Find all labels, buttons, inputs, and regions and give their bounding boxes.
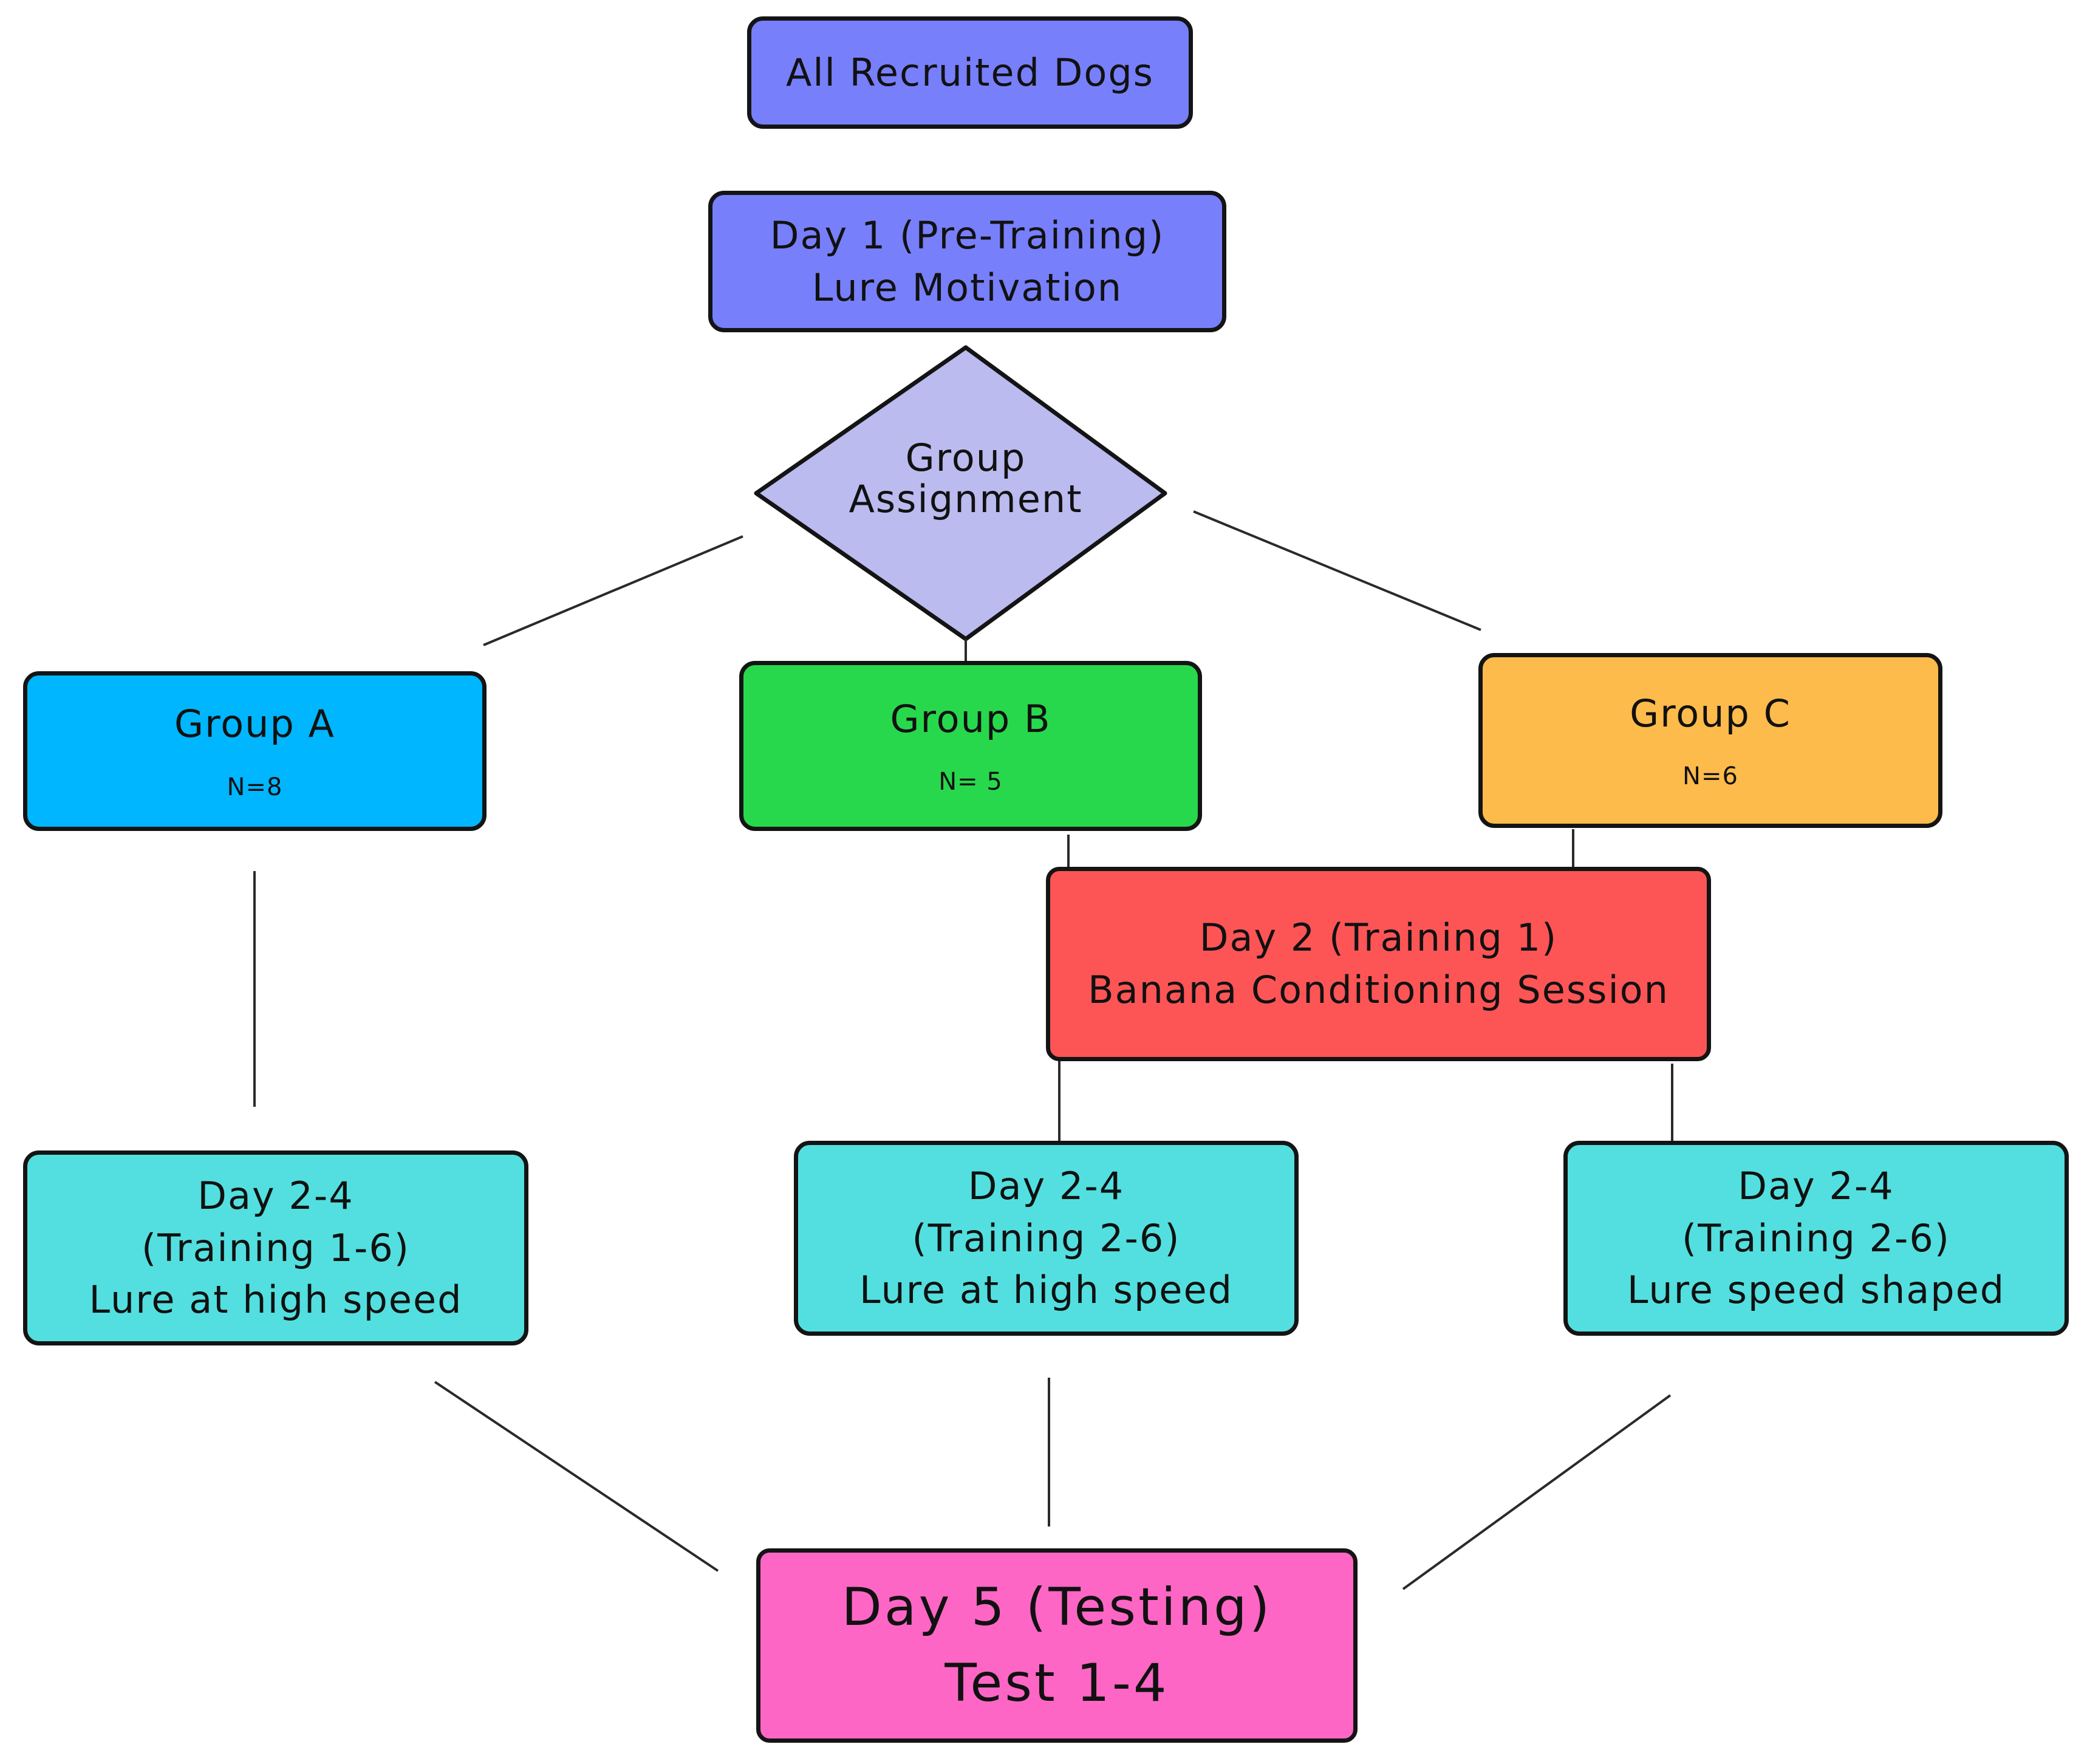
day1-title: Day 1 (Pre-Training) — [770, 213, 1165, 258]
all-recruited-dogs-node: All Recruited Dogs — [747, 16, 1193, 129]
day5-title: Day 5 (Testing) — [841, 1577, 1272, 1638]
connector-assignment-to-group-a — [483, 535, 743, 646]
training-a-activity: Lure at high speed — [89, 1277, 463, 1322]
training-b-sessions: (Training 2-6) — [912, 1215, 1181, 1260]
training-c-days: Day 2-4 — [1738, 1164, 1894, 1209]
training-c-sessions: (Training 2-6) — [1682, 1215, 1950, 1260]
day2-title: Day 2 (Training 1) — [1199, 915, 1558, 960]
training-b-node: Day 2-4 (Training 2-6) Lure at high spee… — [794, 1141, 1299, 1336]
training-b-activity: Lure at high speed — [859, 1268, 1233, 1313]
group-a-label: Group A — [174, 702, 335, 747]
group-assignment-line2: Assignment — [849, 477, 1083, 522]
connector-training-a-to-testing — [434, 1381, 719, 1572]
group-c-count: N=6 — [1682, 762, 1738, 791]
day1-activity: Lure Motivation — [811, 265, 1123, 310]
connector-training-c-to-testing — [1402, 1394, 1672, 1590]
group-a-count: N=8 — [227, 773, 283, 801]
training-b-days: Day 2-4 — [968, 1164, 1125, 1209]
group-assignment-label: Group Assignment — [759, 437, 1172, 520]
group-b-node: Group B N= 5 — [739, 661, 1202, 831]
training-c-activity: Lure speed shaped — [1627, 1268, 2006, 1313]
day2-banana-conditioning-node: Day 2 (Training 1) Banana Conditioning S… — [1046, 867, 1711, 1061]
day5-testing-node: Day 5 (Testing) Test 1-4 — [756, 1548, 1358, 1743]
group-a-node: Group A N=8 — [23, 671, 487, 831]
group-b-label: Group B — [890, 696, 1051, 741]
group-assignment-line1: Group — [905, 436, 1026, 480]
training-a-node: Day 2-4 (Training 1-6) Lure at high spee… — [23, 1150, 528, 1345]
training-a-days: Day 2-4 — [197, 1174, 354, 1219]
group-c-node: Group C N=6 — [1478, 653, 1942, 828]
all-recruited-dogs-label: All Recruited Dogs — [786, 50, 1154, 95]
training-c-node: Day 2-4 (Training 2-6) Lure speed shaped — [1563, 1141, 2069, 1336]
day1-pretraining-node: Day 1 (Pre-Training) Lure Motivation — [708, 191, 1226, 332]
group-c-label: Group C — [1630, 691, 1791, 736]
training-a-sessions: (Training 1-6) — [142, 1225, 410, 1270]
day2-activity: Banana Conditioning Session — [1088, 968, 1669, 1012]
connector-assignment-to-group-c — [1193, 510, 1481, 631]
day5-tests: Test 1-4 — [944, 1653, 1169, 1714]
group-b-count: N= 5 — [938, 768, 1003, 796]
